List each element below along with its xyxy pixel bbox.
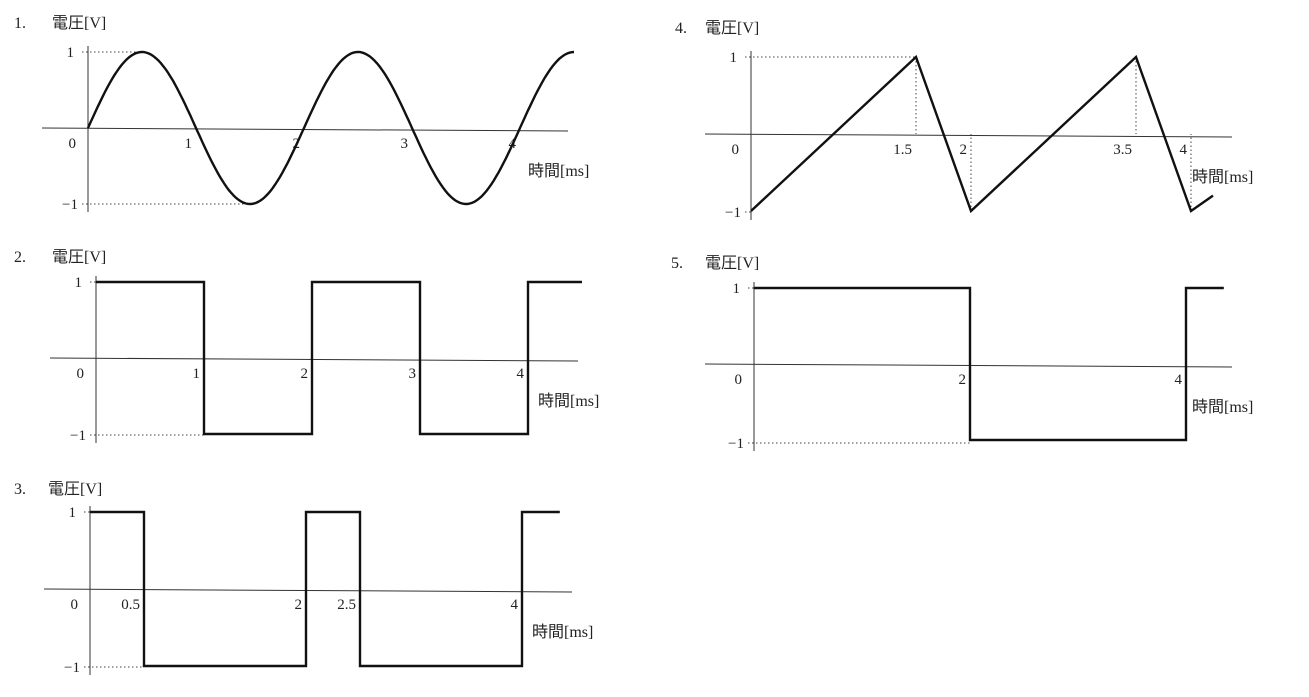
panel-number: 4. <box>675 20 687 37</box>
y-tick-label: 0 <box>732 142 740 158</box>
y-tick-label: 0 <box>69 136 77 152</box>
y-tick-label: 0 <box>735 372 743 388</box>
chart-panel-5: 5. 電圧[V] 1 0 −1 2 4 時間[ms] <box>671 255 1253 452</box>
x-tick-label: 1.5 <box>893 142 912 158</box>
chart-panel-4: 4. 電圧[V] 1 0 −1 1.5 2 3.5 4時間[ms] <box>675 20 1253 221</box>
y-tick-label: −1 <box>70 428 86 444</box>
x-axis-label: 時間[ms] <box>1192 168 1253 186</box>
y-tick-label: −1 <box>725 205 741 221</box>
x-tick-label: 3.5 <box>1113 142 1132 158</box>
panel-number: 1. <box>14 15 26 32</box>
chart-panel-2: 2. 電圧[V] 1 0 −1 1 2 3 4 時間[ms] <box>14 249 599 444</box>
x-tick-label: 2 <box>960 142 968 158</box>
x-tick-label: 4 <box>1180 142 1188 158</box>
x-axis-label: 時間[ms] <box>528 162 589 180</box>
y-axis-label: 電圧[V] <box>52 15 106 32</box>
y-axis-label: 電圧[V] <box>705 255 759 272</box>
x-tick-label: 4 <box>1175 372 1183 388</box>
waveform-line <box>96 280 582 436</box>
x-axis <box>704 133 1233 138</box>
x-tick-label: 4 <box>511 597 519 613</box>
y-tick-label: −1 <box>64 660 80 676</box>
y-tick-label: 1 <box>67 45 75 61</box>
y-tick-label: 1 <box>75 275 83 291</box>
x-axis-label: 時間[ms] <box>1192 398 1253 416</box>
x-axis <box>49 357 579 362</box>
y-tick-label: −1 <box>62 197 78 213</box>
panel-number: 5. <box>671 255 683 272</box>
x-axis-label: 時間[ms] <box>532 623 593 641</box>
x-tick-label: 4 <box>517 366 525 382</box>
y-tick-label: −1 <box>728 436 744 452</box>
y-axis-label: 電圧[V] <box>52 249 106 266</box>
y-tick-label: 0 <box>77 366 85 382</box>
panel-number: 2. <box>14 249 26 266</box>
x-axis-label: 時間[ms] <box>538 392 599 410</box>
x-tick-label: 1 <box>193 366 201 382</box>
x-tick-label: 2 <box>295 597 303 613</box>
chart-panel-3: 3. 電圧[V] 1 0 −1 0.5 2 2.5 4 時間[ms] <box>14 481 593 676</box>
panel-number: 3. <box>14 481 26 498</box>
y-tick-label: 0 <box>71 597 79 613</box>
x-tick-label: 3 <box>401 136 409 152</box>
x-axis <box>41 127 569 132</box>
y-tick-label: 1 <box>730 50 738 66</box>
x-tick-label: 3 <box>409 366 417 382</box>
x-tick-label: 2 <box>301 366 309 382</box>
x-tick-label: 1 <box>185 136 193 152</box>
y-axis-label: 電圧[V] <box>705 20 759 37</box>
x-axis <box>43 588 573 593</box>
waveform-line <box>90 510 560 668</box>
y-axis-label: 電圧[V] <box>48 481 102 498</box>
x-tick-label: 2.5 <box>337 597 356 613</box>
y-tick-label: 1 <box>733 281 741 297</box>
x-axis <box>704 363 1233 368</box>
x-tick-label: 0.5 <box>121 597 140 613</box>
waveform-line <box>86 50 575 206</box>
x-tick-label: 2 <box>959 372 967 388</box>
y-tick-label: 1 <box>69 505 77 521</box>
waveform-line <box>750 54 1214 214</box>
waveform-line <box>754 286 1224 442</box>
